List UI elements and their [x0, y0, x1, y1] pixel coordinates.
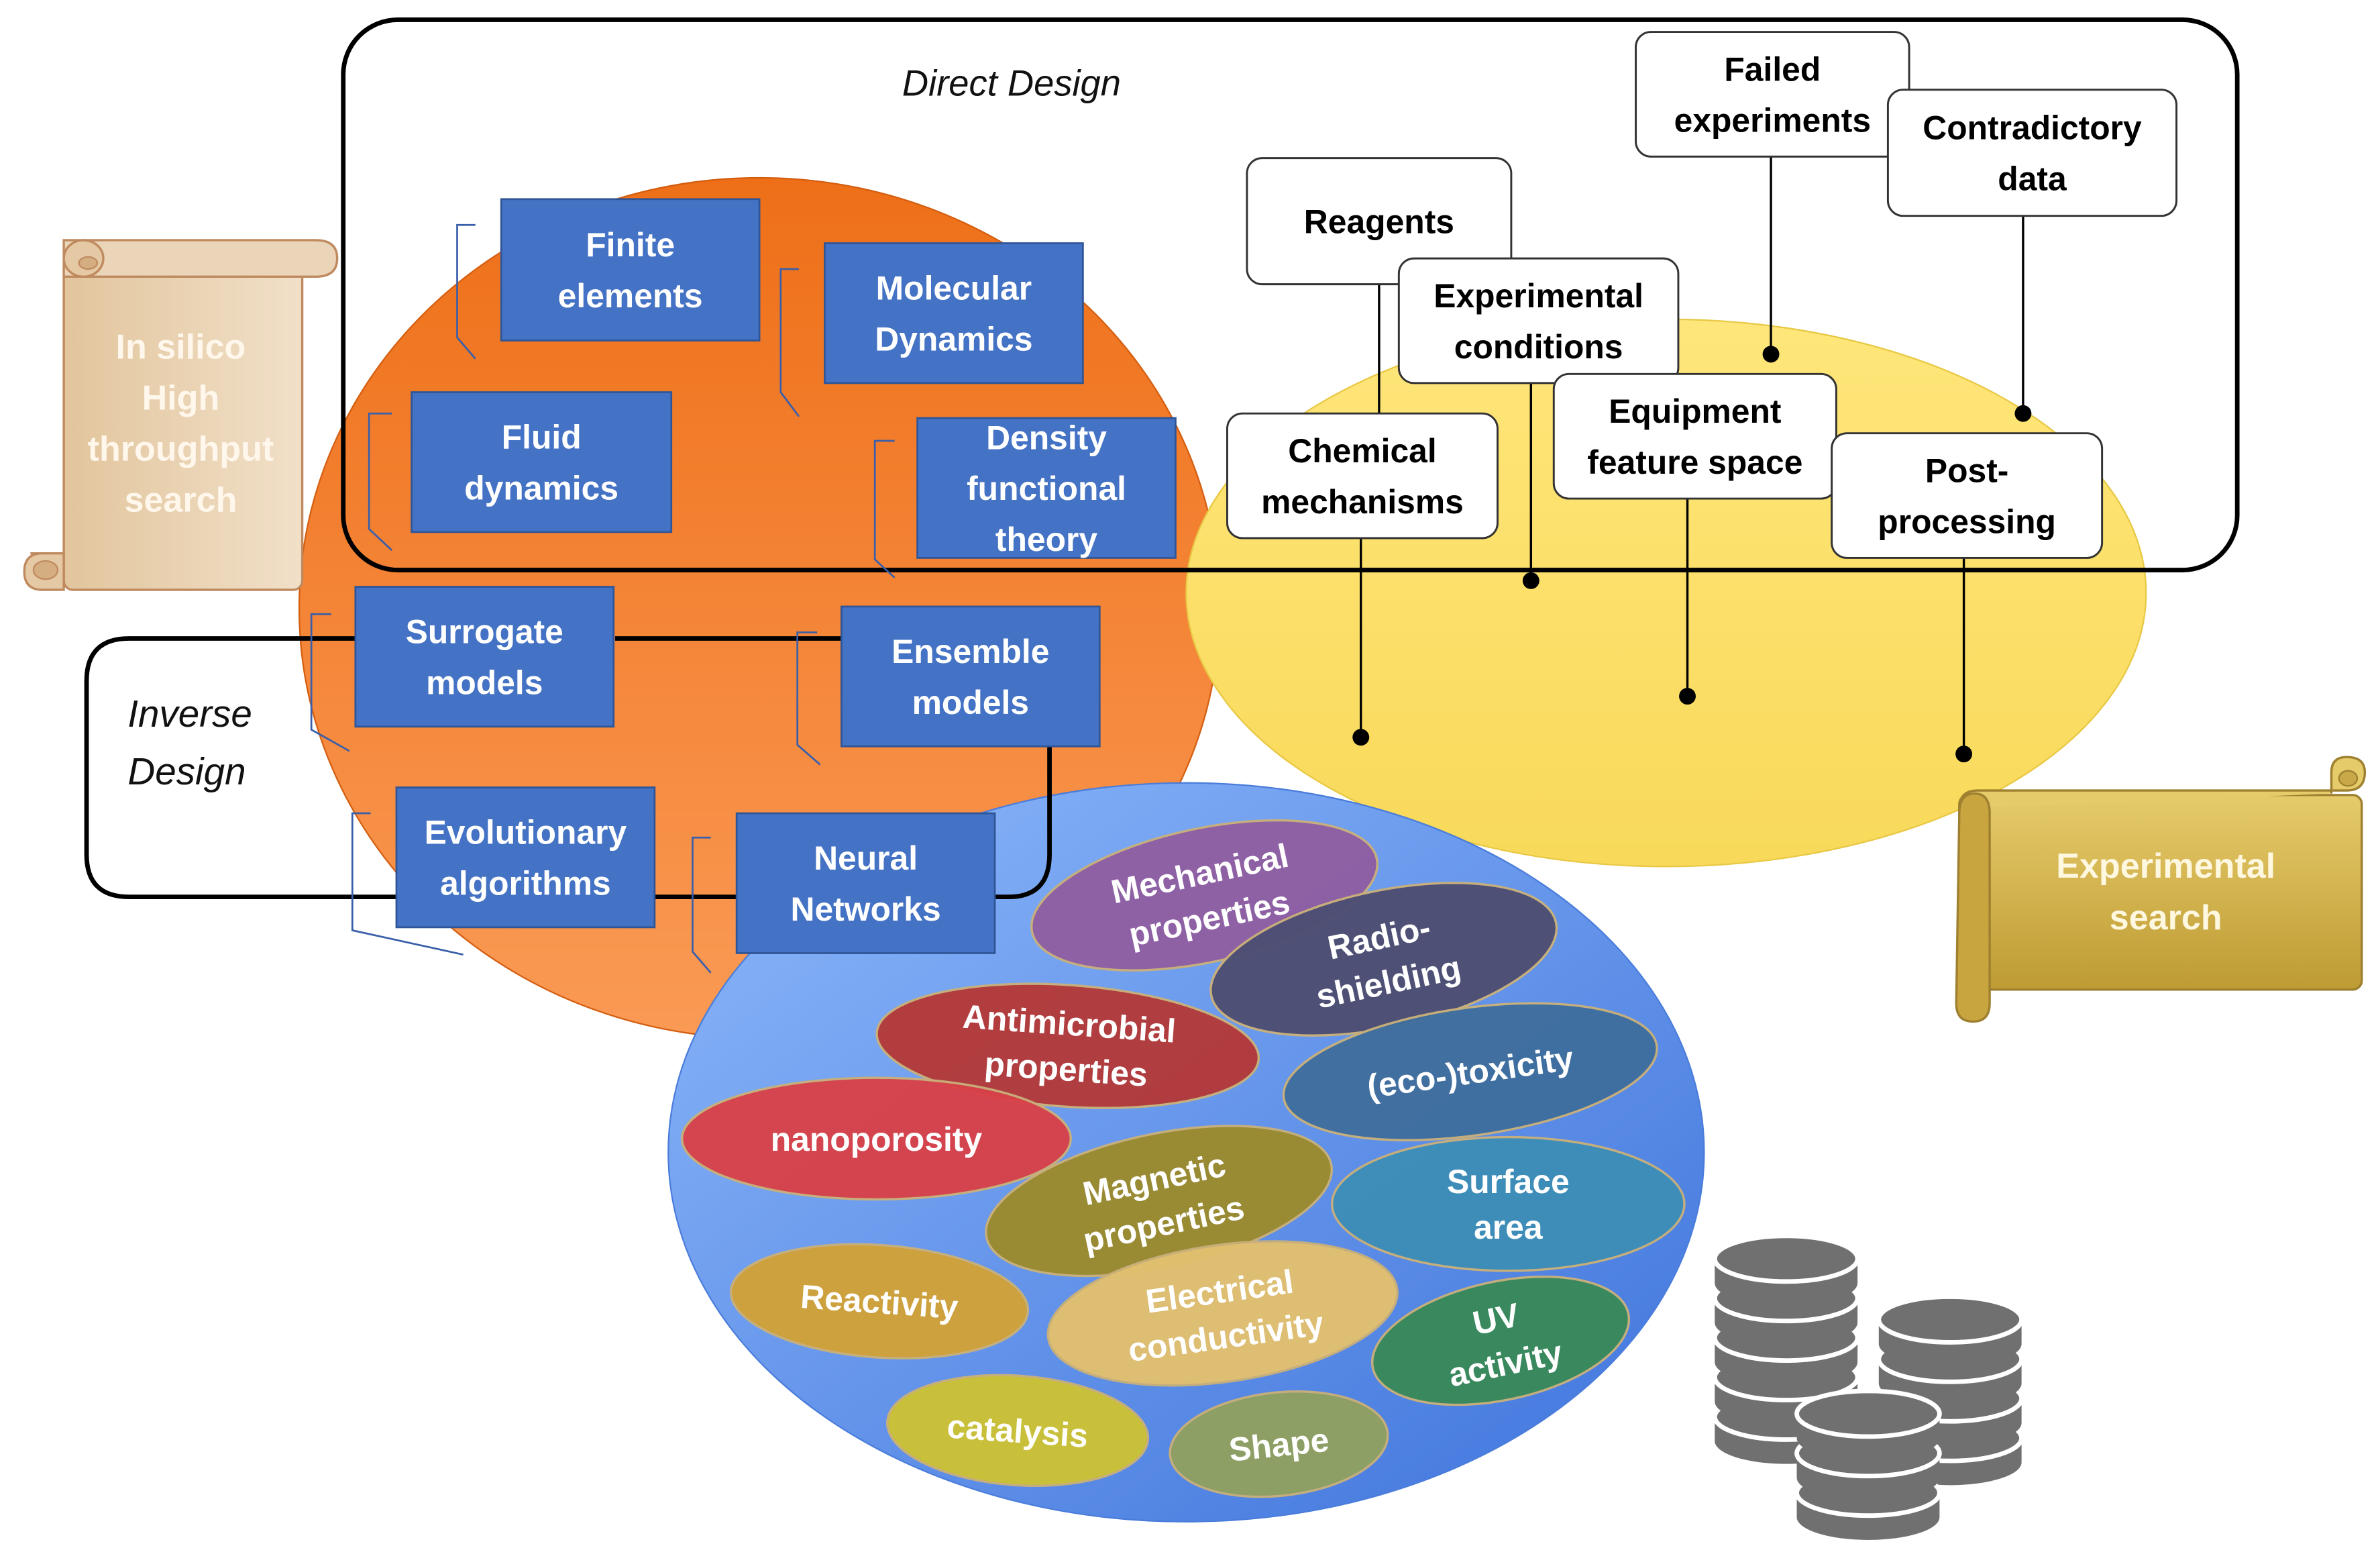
chemical-mechanisms-label-line-1: Chemical: [1288, 432, 1436, 470]
failed-experiments-label-line-2: experiments: [1674, 101, 1871, 139]
evolutionary-algorithms-label-line-2: algorithms: [440, 865, 611, 903]
equipment-feature-space-label-line-1: Equipment: [1609, 393, 1781, 430]
density-functional-theory-label-line-1: Density: [986, 419, 1107, 456]
surface-area-label-line-1: Surface: [1447, 1163, 1570, 1200]
finite-elements-box: Finite elements: [500, 198, 761, 342]
inverse-design-frame: [84, 636, 1052, 900]
post-processing-label-line-2: processing: [1878, 503, 2056, 540]
density-functional-theory-label-line-3: theory: [995, 521, 1097, 558]
method-brackets: [310, 223, 896, 974]
chemical-mechanisms-box: Chemical mechanisms: [1226, 412, 1499, 539]
evolutionary-algorithms-label-line-1: Evolutionary: [425, 814, 627, 852]
post-processing-label-line-1: Post-: [1925, 452, 2008, 490]
chemical-mechanisms-label-line-2: mechanisms: [1261, 483, 1464, 521]
ensemble-models-box: Ensemble models: [841, 605, 1101, 748]
direct-design-label: Direct Design: [902, 63, 1121, 104]
in-silico-scroll-label-line-4: search: [124, 480, 237, 519]
density-functional-theory-label-line-2: functional: [967, 470, 1126, 507]
in-silico-scroll: [23, 239, 339, 591]
catalysis-ellipse: catalysis: [885, 1374, 1150, 1488]
failed-experiments-label-line-1: Failed: [1724, 50, 1821, 88]
contradictory-data-box: Contradictory data: [1886, 89, 2178, 217]
in-silico-scroll-label-line-3: throughput: [88, 429, 274, 468]
nanoporosity-label-line-1: nanoporosity: [771, 1121, 983, 1158]
equipment-feature-space-box: Equipment feature space: [1552, 372, 1837, 500]
database-stack-icon: [1712, 1233, 2024, 1540]
molecular-dynamics-label-line-2: Dynamics: [875, 321, 1032, 358]
radio-shielding-ellipse: Radio-shielding: [1209, 882, 1558, 1037]
factor-connector-dots: [1352, 346, 2032, 763]
neural-networks-label-line-1: Neural: [814, 839, 918, 877]
surrogate-models-label-line-1: Surrogate: [406, 613, 563, 651]
density-functional-theory-box: Density functional theory: [916, 417, 1177, 559]
fluid-dynamics-box: Fluid dynamics: [411, 391, 673, 533]
surrogate-models-label-line-2: models: [426, 664, 543, 702]
inverse-design-label-1: Inverse: [127, 692, 252, 735]
contradictory-data-label-line-2: data: [1998, 160, 2067, 198]
experimental-factors: Failed experiments Contradictory dataReagen…: [1226, 31, 2178, 559]
fluid-dynamics-label-line-1: Fluid: [502, 419, 582, 456]
direct-design-frame: [341, 17, 2240, 572]
experimental-scroll-label-line-1: Experimental: [2056, 847, 2275, 886]
eco-toxicity-ellipse: (eco-)toxicity: [1282, 1002, 1658, 1141]
experimental-conditions-box: Experimental conditions: [1397, 257, 1680, 384]
factor-connectors: [1360, 152, 2024, 754]
surrogate-models-box: Surrogate models: [354, 586, 615, 728]
reagents-box: Reagents: [1246, 157, 1513, 286]
contradictory-data-label-line-1: Contradictory: [1923, 109, 2142, 147]
experimental-scroll: [1955, 756, 2367, 1023]
finite-elements-label-line-2: elements: [558, 277, 703, 315]
in-silico-scroll-label-line-2: High: [142, 379, 220, 418]
experimental-conditions-label-line-2: conditions: [1454, 328, 1623, 366]
surface-area-label-line-2: area: [1474, 1208, 1544, 1246]
failed-experiments-box: Failed experiments: [1635, 31, 1910, 158]
in-silico-scroll-label-line-1: In silico: [116, 328, 246, 367]
experimental-conditions-label-line-1: Experimental: [1434, 277, 1643, 315]
experimental-scroll-text: Experimental search: [2056, 847, 2275, 937]
molecular-dynamics-label-line-1: Molecular: [876, 270, 1032, 307]
ensemble-models-label-line-1: Ensemble: [891, 633, 1049, 670]
fluid-dynamics-label-line-2: dynamics: [464, 470, 618, 507]
inverse-design-label-2: Design: [127, 750, 246, 792]
ensemble-models-label-line-2: models: [912, 684, 1029, 721]
reactivity-ellipse: Reactivity: [729, 1243, 1030, 1359]
finite-elements-label-line-1: Finite: [586, 226, 675, 264]
post-processing-box: Post-processing: [1831, 432, 2104, 559]
surface-area-ellipse: Surface area: [1331, 1135, 1686, 1272]
shape-ellipse: Shape: [1169, 1390, 1389, 1498]
nanoporosity-ellipse: nanoporosity: [680, 1076, 1072, 1201]
neural-networks-label-line-2: Networks: [791, 890, 941, 928]
evolutionary-algorithms-box: Evolutionary algorithms: [395, 786, 656, 929]
reagents-label-line-1: Reagents: [1304, 203, 1454, 241]
experimental-scroll-label-line-2: search: [2110, 898, 2222, 937]
equipment-feature-space-label-line-2: feature space: [1587, 444, 1802, 481]
